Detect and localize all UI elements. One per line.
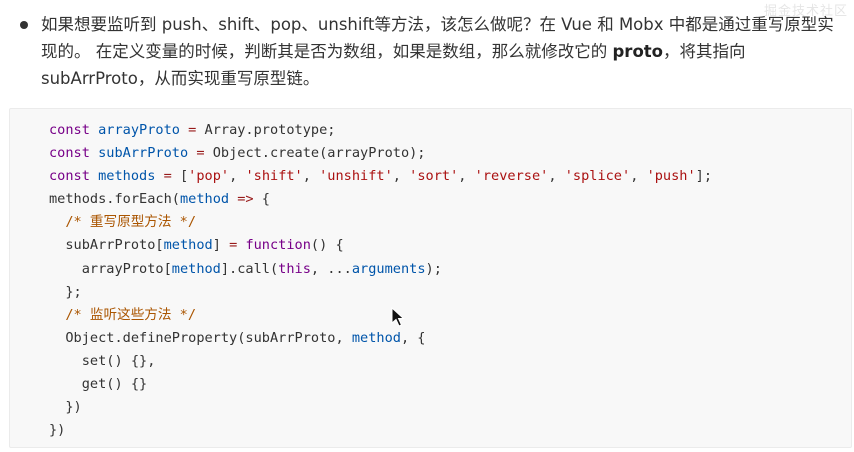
- code-line: get() {}: [49, 373, 712, 396]
- code-token: const: [49, 168, 99, 185]
- code-content: const arrayProto = Array.prototype;const…: [49, 119, 712, 442]
- code-token: 'sort': [409, 168, 459, 185]
- code-token: function: [245, 237, 311, 254]
- code-token: ,: [458, 168, 475, 185]
- code-token: this: [278, 260, 311, 277]
- code-token: () {: [310, 237, 344, 254]
- code-token: [: [179, 168, 189, 185]
- code-token: }): [49, 399, 82, 416]
- code-token: =: [179, 122, 205, 138]
- code-token: method: [179, 191, 230, 208]
- code-line: const methods = ['pop', 'shift', 'unshif…: [49, 165, 712, 188]
- code-token: get() {}: [49, 376, 148, 393]
- code-token: subArrProto: [98, 145, 189, 162]
- code-line: };: [49, 281, 712, 304]
- code-token: method: [163, 237, 213, 254]
- code-token: arrayProto: [98, 122, 180, 138]
- code-line: set() {},: [49, 350, 712, 373]
- code-line: methods.forEach(method => {: [49, 188, 712, 211]
- code-token: 'push': [646, 168, 696, 185]
- code-token: , {: [400, 329, 426, 346]
- code-token: ,: [548, 168, 565, 185]
- code-token: const: [49, 122, 99, 138]
- code-line: subArrProto[method] = function() {: [49, 234, 712, 257]
- code-line: arrayProto[method].call(this, ...argumen…: [49, 258, 712, 281]
- bullet-dot: [20, 21, 28, 29]
- code-line: }): [49, 396, 712, 419]
- code-token: const: [49, 145, 99, 162]
- code-token: methods.forEach(: [49, 191, 180, 208]
- code-line: }): [49, 419, 712, 442]
- code-line: /* 重写原型方法 */: [49, 211, 712, 234]
- code-token: }): [49, 422, 66, 439]
- code-token: ].call(: [220, 260, 279, 277]
- code-token: methods: [98, 168, 156, 185]
- code-token: method: [351, 329, 401, 346]
- code-token: method: [171, 260, 221, 277]
- code-token: =: [155, 168, 180, 185]
- code-token: {: [253, 191, 270, 208]
- code-line: const arrayProto = Array.prototype;: [49, 119, 712, 142]
- code-token: 'splice': [564, 168, 631, 185]
- watermark: 掘金技术社区: [763, 4, 848, 19]
- code-line: /* 监听这些方法 */: [49, 304, 712, 327]
- code-token: ,: [302, 168, 320, 185]
- code-token: ,: [229, 168, 246, 185]
- code-token: set() {},: [49, 352, 156, 369]
- code-token: ,: [392, 168, 410, 185]
- code-token: ]: [212, 237, 230, 254]
- code-token: Object.create(arrayProto);: [212, 145, 426, 162]
- code-token: 'reverse': [474, 168, 549, 185]
- code-token: /* 重写原型方法 */: [49, 214, 197, 231]
- paragraph-text-after: ，将其指向 subArrProto，从而实现重写原型链。: [41, 42, 746, 88]
- paragraph-bold-proto: proto: [612, 42, 664, 61]
- code-token: =: [188, 145, 213, 162]
- code-token: 'unshift': [319, 168, 393, 185]
- code-token: arguments: [351, 260, 426, 277]
- code-token: =>: [237, 191, 254, 208]
- code-token: ,: [630, 168, 647, 185]
- code-token: Array.prototype;: [204, 122, 336, 138]
- code-token: /* 监听这些方法 */: [49, 306, 197, 323]
- code-token: 'pop': [188, 168, 230, 185]
- code-token: };: [49, 283, 82, 300]
- code-token: arrayProto[: [49, 260, 172, 277]
- code-block[interactable]: const arrayProto = Array.prototype;const…: [9, 108, 852, 448]
- code-token: );: [425, 260, 442, 277]
- code-token: 'shift': [245, 168, 303, 185]
- code-token: subArrProto[: [49, 237, 164, 254]
- article-paragraph: 如果想要监听到 push、shift、pop、unshift等方法，该怎么做呢？…: [41, 11, 841, 92]
- code-token: ];: [695, 168, 713, 185]
- mouse-pointer-icon: [391, 307, 405, 327]
- code-token: Object.defineProperty(subArrProto,: [49, 329, 352, 346]
- paragraph-text-before: 如果想要监听到 push、shift、pop、unshift等方法，该怎么做呢？…: [41, 15, 834, 61]
- code-token: =: [229, 237, 238, 254]
- code-token: , ...: [310, 260, 352, 277]
- code-line: const subArrProto = Object.create(arrayP…: [49, 142, 712, 165]
- code-line: Object.defineProperty(subArrProto, metho…: [49, 327, 712, 350]
